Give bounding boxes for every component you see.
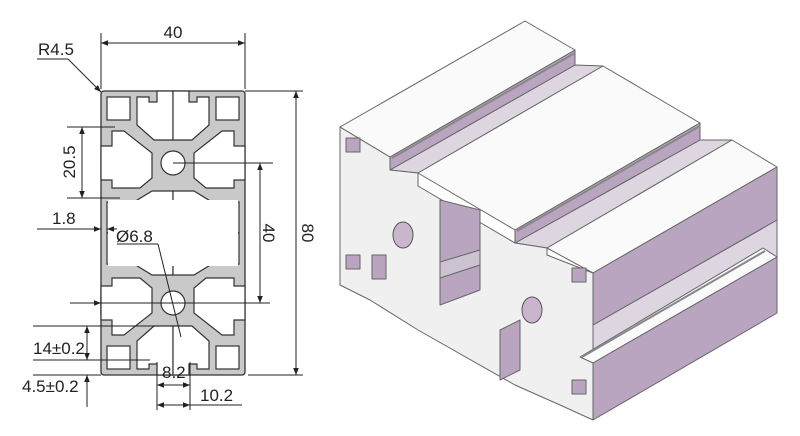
iso-hole-top: [392, 221, 414, 249]
radius-label: R4.5: [38, 40, 74, 59]
hole-label: Ø6.8: [116, 227, 153, 246]
slot-spacing-label: 20.5: [60, 145, 79, 178]
slot-opening-label: 8.2: [162, 363, 186, 382]
lip-thickness-label: 4.5±0.2: [22, 377, 79, 396]
width-label: 40: [164, 23, 183, 42]
dimension-lines: [33, 33, 303, 410]
wall-label: 1.8: [52, 209, 76, 228]
iso-hole-bottom: [521, 296, 543, 324]
slot-depth-label: 14±0.2: [33, 339, 85, 358]
height-label: 80: [298, 224, 317, 243]
dimension-labels: 40 R4.5 20.5 1.8 Ø6.8 40 80 14±0.2 4.5±0…: [22, 23, 317, 405]
isometric-view: [339, 20, 778, 421]
slot-outer-label: 10.2: [200, 386, 233, 405]
hole-spacing-label: 40: [259, 224, 278, 243]
